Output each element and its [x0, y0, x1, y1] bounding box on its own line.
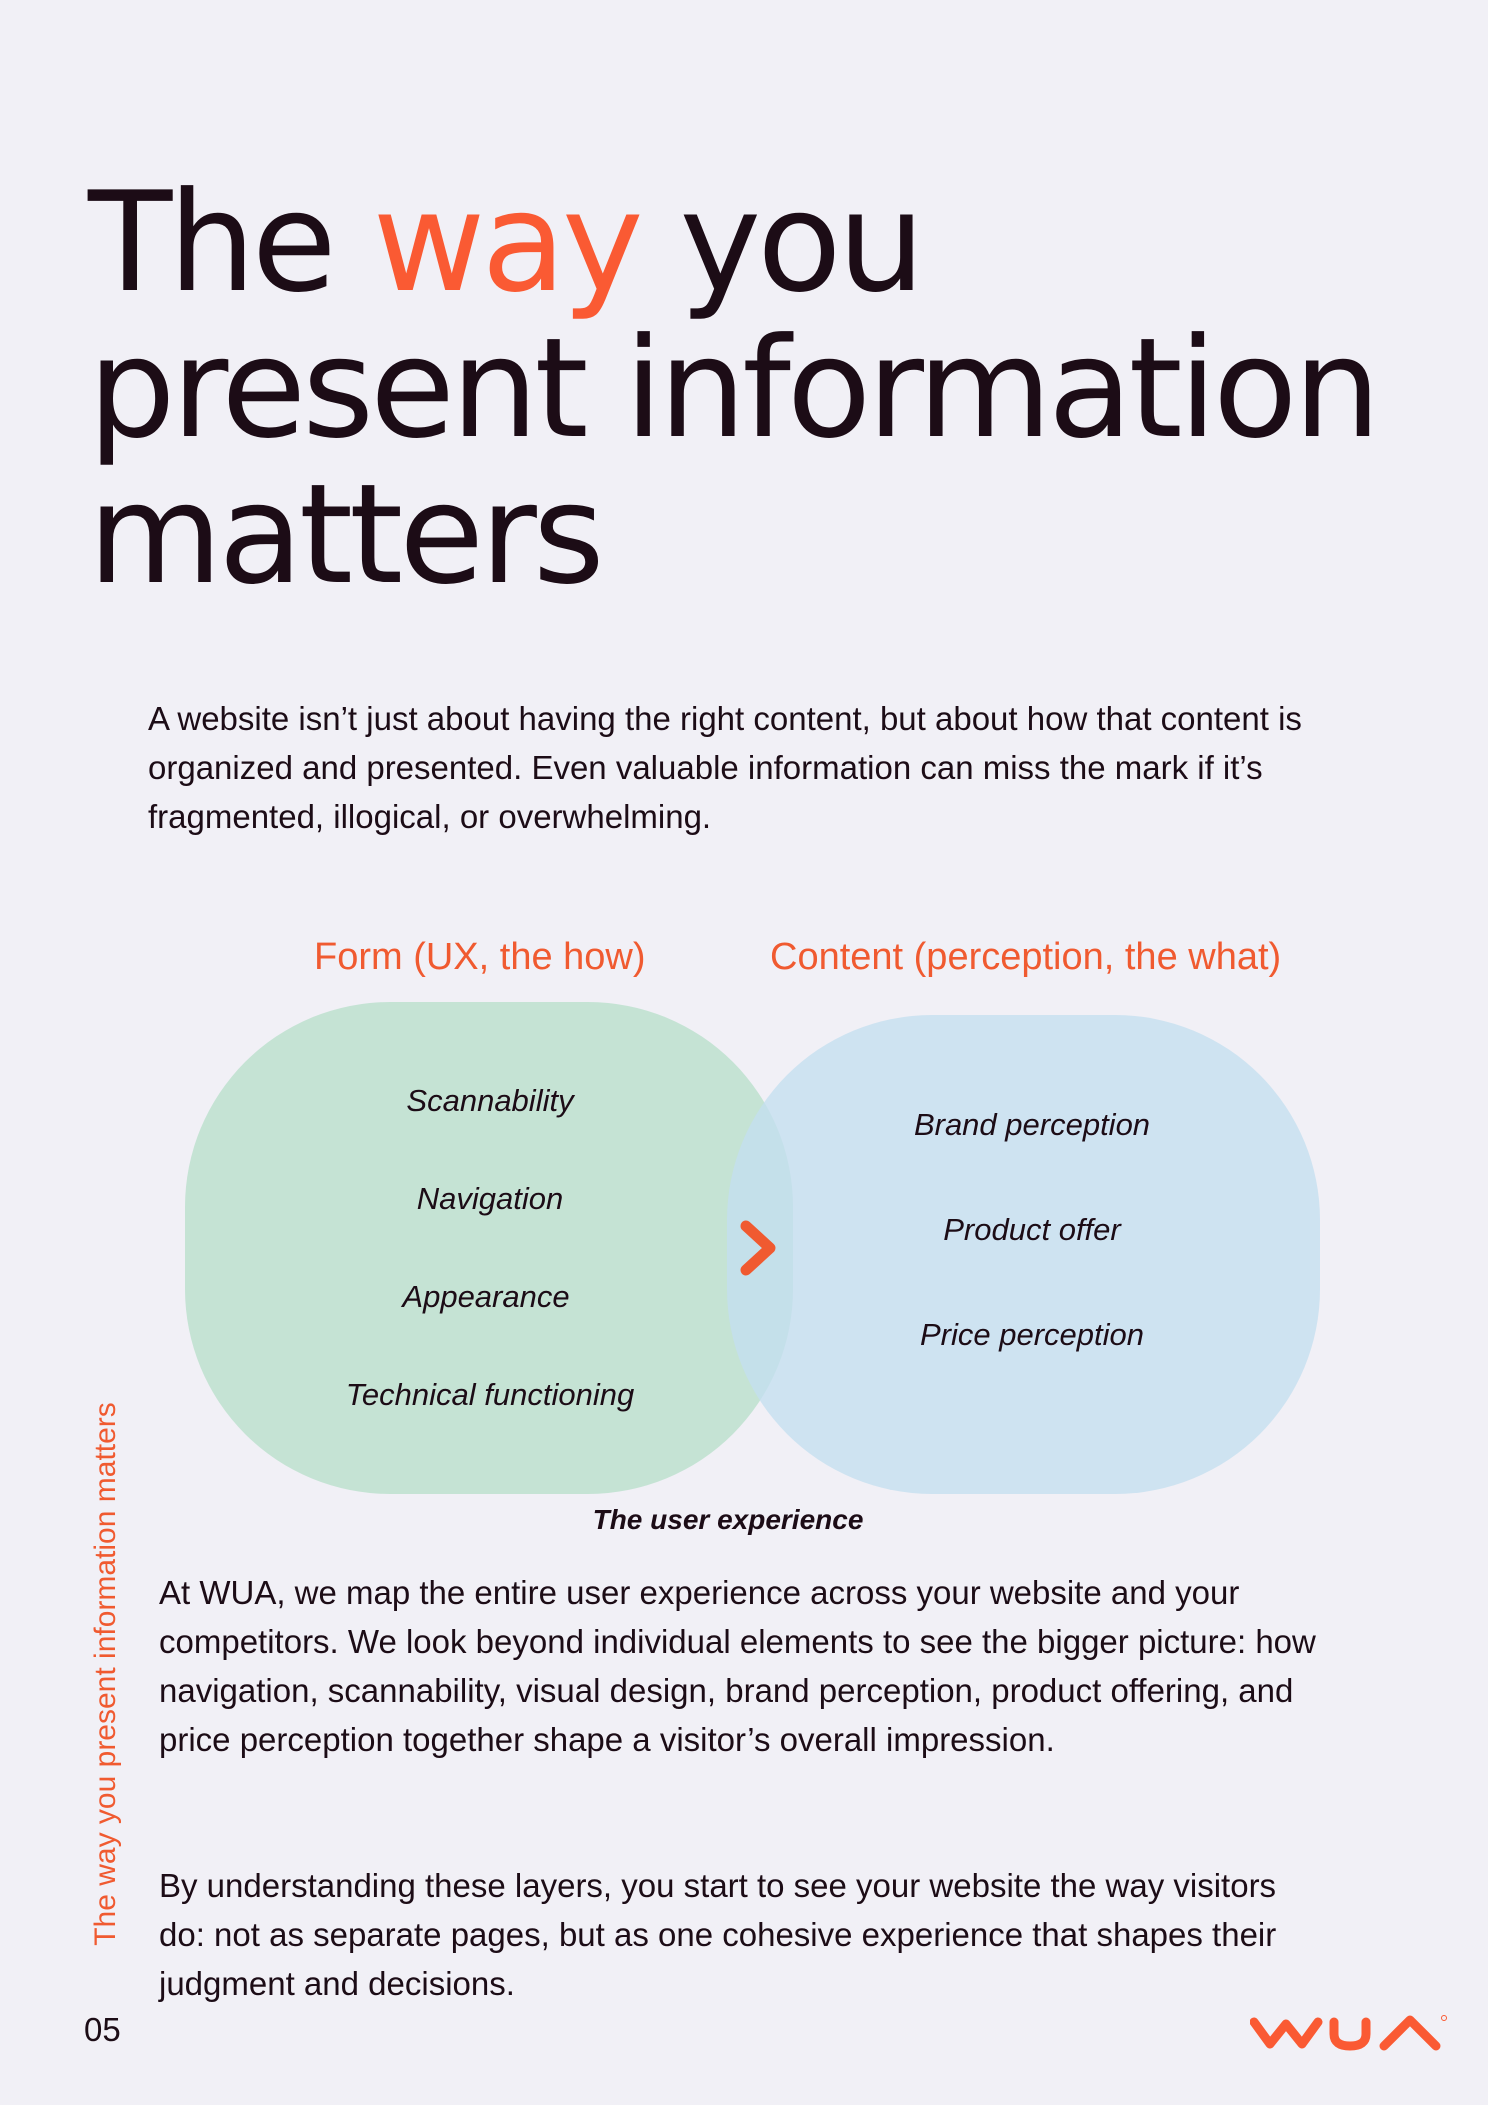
form-item-technical-functioning: Technical functioning [345, 1377, 635, 1412]
form-item-navigation: Navigation [416, 1181, 564, 1216]
form-item-appearance: Appearance [402, 1279, 570, 1314]
form-item-scannability: Scannability [406, 1083, 574, 1118]
diagram-caption: The user experience [592, 1504, 864, 1535]
content-item-brand-perception: Brand perception [913, 1107, 1151, 1142]
title-accent-word: way [372, 162, 644, 323]
content-item-price-perception: Price perception [919, 1317, 1145, 1352]
chevron-right-icon [740, 1220, 776, 1276]
title-line-2: present information [88, 308, 1381, 469]
content-label: Content (perception, the what) [770, 936, 1282, 978]
page-number: 05 [84, 2011, 121, 2048]
title-line-1: The way you [88, 162, 925, 323]
body-paragraph-1: At WUA, we map the entire user experienc… [159, 1574, 1316, 1758]
form-label: Form (UX, the how) [314, 936, 646, 978]
intro-paragraph: A website isn’t just about having the ri… [148, 700, 1302, 835]
body-paragraph-2: By understanding these layers, you start… [159, 1867, 1277, 2002]
content-item-product-offer: Product offer [943, 1212, 1121, 1247]
sidebar-section-label: The way you present information matters [89, 1402, 122, 1946]
title-line-3: matters [88, 454, 605, 615]
page-title: The way you present information matters [88, 170, 1488, 608]
form-circle [185, 1002, 793, 1494]
wua-logo [1250, 2015, 1447, 2051]
content-circle [727, 1015, 1320, 1494]
